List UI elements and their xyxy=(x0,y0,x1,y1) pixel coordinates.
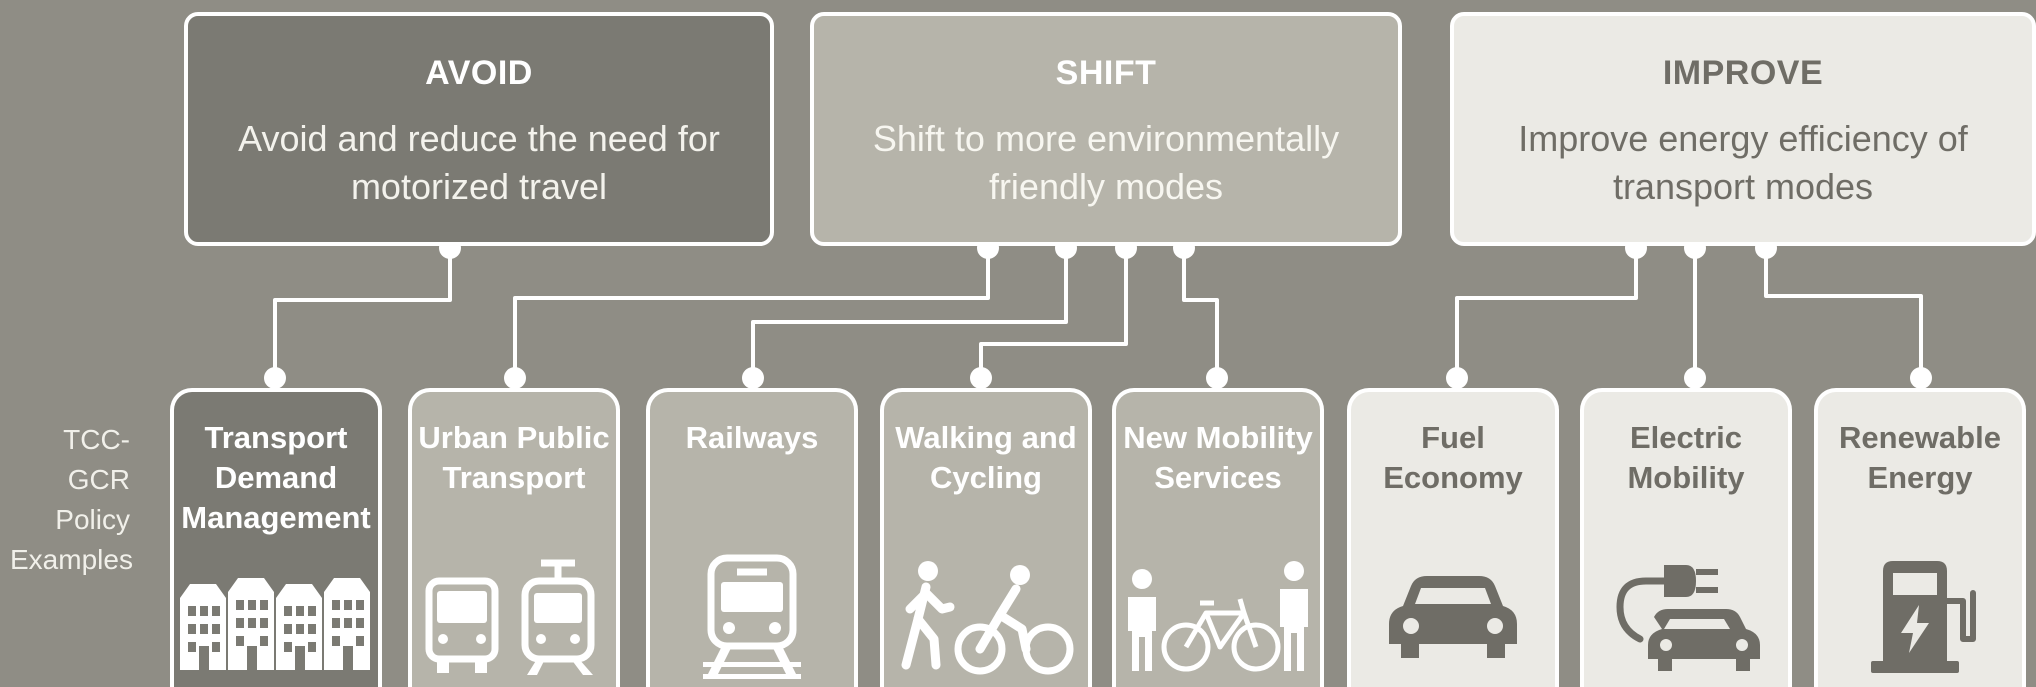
policy-card-label: Urban Public Transport xyxy=(418,420,610,495)
connector-avoid-tdm xyxy=(273,248,452,378)
walk-bike-icon xyxy=(884,547,1088,687)
policy-card-label: Renewable Energy xyxy=(1839,420,2001,495)
bus-tram-icon xyxy=(412,547,616,687)
policy-card-label: Fuel Economy xyxy=(1383,420,1523,495)
category-avoid-title: AVOID xyxy=(425,54,533,92)
train-icon xyxy=(650,547,854,687)
category-shift-title: SHIFT xyxy=(1055,54,1157,92)
category-shift: SHIFT Shift to more environmentally frie… xyxy=(810,12,1402,246)
policy-card-fuel-economy: Fuel Economy xyxy=(1347,388,1559,687)
category-improve-title: IMPROVE xyxy=(1662,54,1824,92)
connector-shift-mobility xyxy=(1182,248,1219,378)
car-icon xyxy=(1351,547,1555,687)
category-improve: IMPROVE Improve energy efficiency of tra… xyxy=(1450,12,2036,246)
category-avoid: AVOID Avoid and reduce the need for moto… xyxy=(184,12,774,246)
policy-card-renewable-energy: Renewable Energy xyxy=(1814,388,2026,687)
charging-station-icon xyxy=(1818,547,2022,687)
policy-card-label: Transport Demand Management xyxy=(181,420,371,535)
policy-card-electric-mobility: Electric Mobility xyxy=(1580,388,1792,687)
policy-card-label: Walking and Cycling xyxy=(895,420,1077,495)
policy-examples-label: TCC-GCR Policy Examples xyxy=(10,424,133,575)
connector-shift-urban xyxy=(513,248,990,378)
connector-improve-fuel xyxy=(1455,248,1638,378)
policy-card-label: Railways xyxy=(685,420,819,455)
connector-improve-renewable xyxy=(1764,248,1923,378)
policy-card-railways: Railways xyxy=(646,388,858,687)
connector-shift-walking xyxy=(979,248,1128,378)
electric-car-icon xyxy=(1584,547,1788,687)
policy-card-new-mobility-services: New Mobility Services xyxy=(1112,388,1324,687)
category-improve-description: Improve energy efficiency of transport m… xyxy=(1518,118,1968,207)
policy-card-label: Electric Mobility xyxy=(1627,420,1745,495)
policy-card-transport-demand-management: Transport Demand Management xyxy=(170,388,382,687)
category-shift-description: Shift to more environmentally friendly m… xyxy=(872,118,1340,207)
policy-card-label: New Mobility Services xyxy=(1123,420,1313,495)
bike-share-icon xyxy=(1116,547,1320,687)
policy-card-walking-and-cycling: Walking and Cycling xyxy=(880,388,1092,687)
buildings-icon xyxy=(174,547,378,687)
category-avoid-description: Avoid and reduce the need for motorized … xyxy=(238,118,720,207)
connector-shift-railways xyxy=(751,248,1068,378)
policy-card-urban-public-transport: Urban Public Transport xyxy=(408,388,620,687)
